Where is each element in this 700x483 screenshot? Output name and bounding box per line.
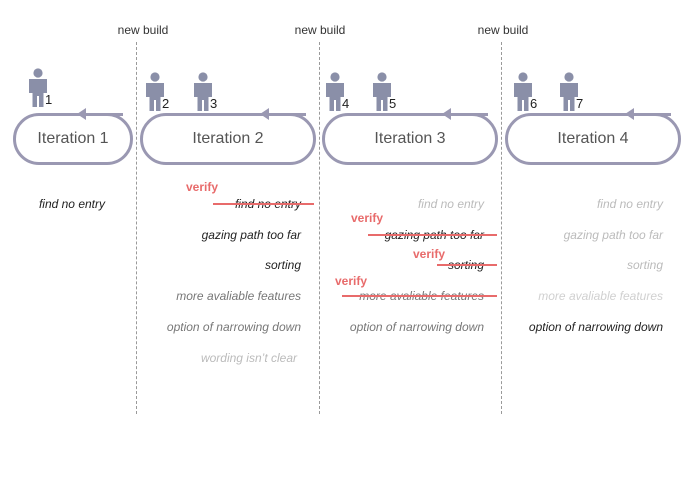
user-number: 5: [389, 96, 397, 111]
iteration-4-arrow-icon: [625, 108, 671, 120]
issue-more-available-features: more avaliable features: [538, 289, 663, 303]
person-icon: [194, 72, 212, 111]
build-divider-2: [319, 42, 320, 414]
iteration-2-pill: Iteration 2: [140, 113, 316, 165]
user-number: 7: [576, 96, 584, 111]
person-icon: [29, 68, 47, 107]
person-icon: [514, 72, 532, 111]
issue-find-no-entry: find no entry: [417, 197, 484, 211]
issue-gazing-path-too-far: gazing path too far: [201, 228, 301, 242]
user-number: 2: [162, 96, 170, 111]
issue-sorting: sorting: [264, 258, 301, 272]
iteration-2-arrow-icon: [260, 108, 306, 120]
iteration-1-label: Iteration 1: [37, 130, 109, 147]
iteration-4-pill: Iteration 4: [505, 113, 681, 165]
person-icon: [560, 72, 578, 111]
verify-label: verify: [413, 247, 446, 261]
iteration-1-arrow-icon: [77, 108, 123, 120]
iteration-1-pill: Iteration 1: [13, 113, 133, 165]
iteration-3-pill: Iteration 3: [322, 113, 498, 165]
issue-more-available-features: more avaliable features: [176, 289, 301, 303]
verify-label: verify: [351, 211, 384, 225]
build-divider-3: [501, 42, 502, 414]
iteration-3-label: Iteration 3: [374, 130, 446, 147]
person-icon: [326, 72, 344, 111]
issue-gazing-path-too-far: gazing path too far: [563, 228, 663, 242]
new-build-label-2: new build: [294, 23, 346, 37]
iteration-4-label: Iteration 4: [557, 130, 629, 147]
verified-strike-line: [342, 295, 497, 297]
verified-strike-line: [368, 234, 497, 236]
user-number: 1: [45, 92, 53, 107]
issue-find-no-entry: find no entry: [38, 197, 105, 211]
new-build-label-3: new build: [477, 23, 529, 37]
user-number: 3: [210, 96, 218, 111]
issue-option-of-narrowing-down: option of narrowing down: [528, 320, 663, 334]
user-number: 4: [342, 96, 350, 111]
build-divider-1: [136, 42, 137, 414]
issue-option-of-narrowing-down: option of narrowing down: [166, 320, 301, 334]
new-build-label-1: new build: [117, 23, 169, 37]
iteration-3-arrow-icon: [442, 108, 488, 120]
iteration-2-label: Iteration 2: [192, 130, 264, 147]
person-icon: [373, 72, 391, 111]
verify-label: verify: [335, 274, 368, 288]
issue-sorting: sorting: [626, 258, 663, 272]
verify-label: verify: [186, 180, 219, 194]
person-icon: [146, 72, 164, 111]
issue-wording-not-clear: wording isn’t clear: [200, 351, 297, 365]
issue-find-no-entry: find no entry: [596, 197, 663, 211]
user-number: 6: [530, 96, 538, 111]
verified-strike-line: [213, 203, 314, 205]
verified-strike-line: [437, 264, 497, 266]
issue-option-of-narrowing-down: option of narrowing down: [349, 320, 484, 334]
